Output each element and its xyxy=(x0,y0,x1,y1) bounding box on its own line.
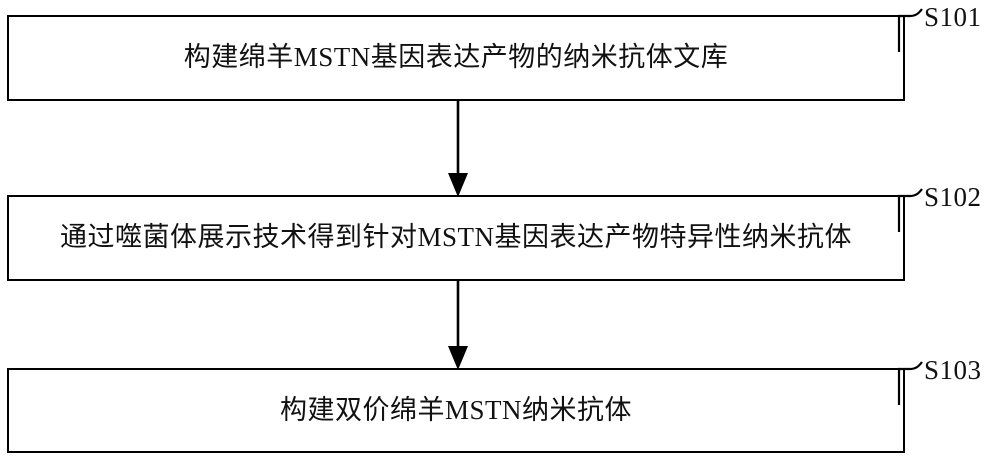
flowchart-connector-s102-s103 xyxy=(448,279,468,370)
flowchart-step-text-s101: 构建绵羊MSTN基因表达产物的纳米抗体文库 xyxy=(183,42,729,73)
flowchart-step-text-s102: 通过噬菌体展示技术得到针对MSTN基因表达产物特异性纳米抗体 xyxy=(59,222,852,253)
step-label-s103: S103 xyxy=(924,355,982,385)
flowchart-step-box-s102: 通过噬菌体展示技术得到针对MSTN基因表达产物特异性纳米抗体 xyxy=(7,195,905,281)
flowchart-step-text-s103: 构建双价绵羊MSTN纳米抗体 xyxy=(279,394,632,425)
step-label-s101: S101 xyxy=(924,2,982,32)
flowchart-connector-s101-s102 xyxy=(448,99,468,197)
flowchart-step-box-s101: 构建绵羊MSTN基因表达产物的纳米抗体文库 xyxy=(7,15,905,101)
step-label-s102: S102 xyxy=(924,182,982,212)
flowchart-step-box-s103: 构建双价绵羊MSTN纳米抗体 xyxy=(7,368,905,453)
